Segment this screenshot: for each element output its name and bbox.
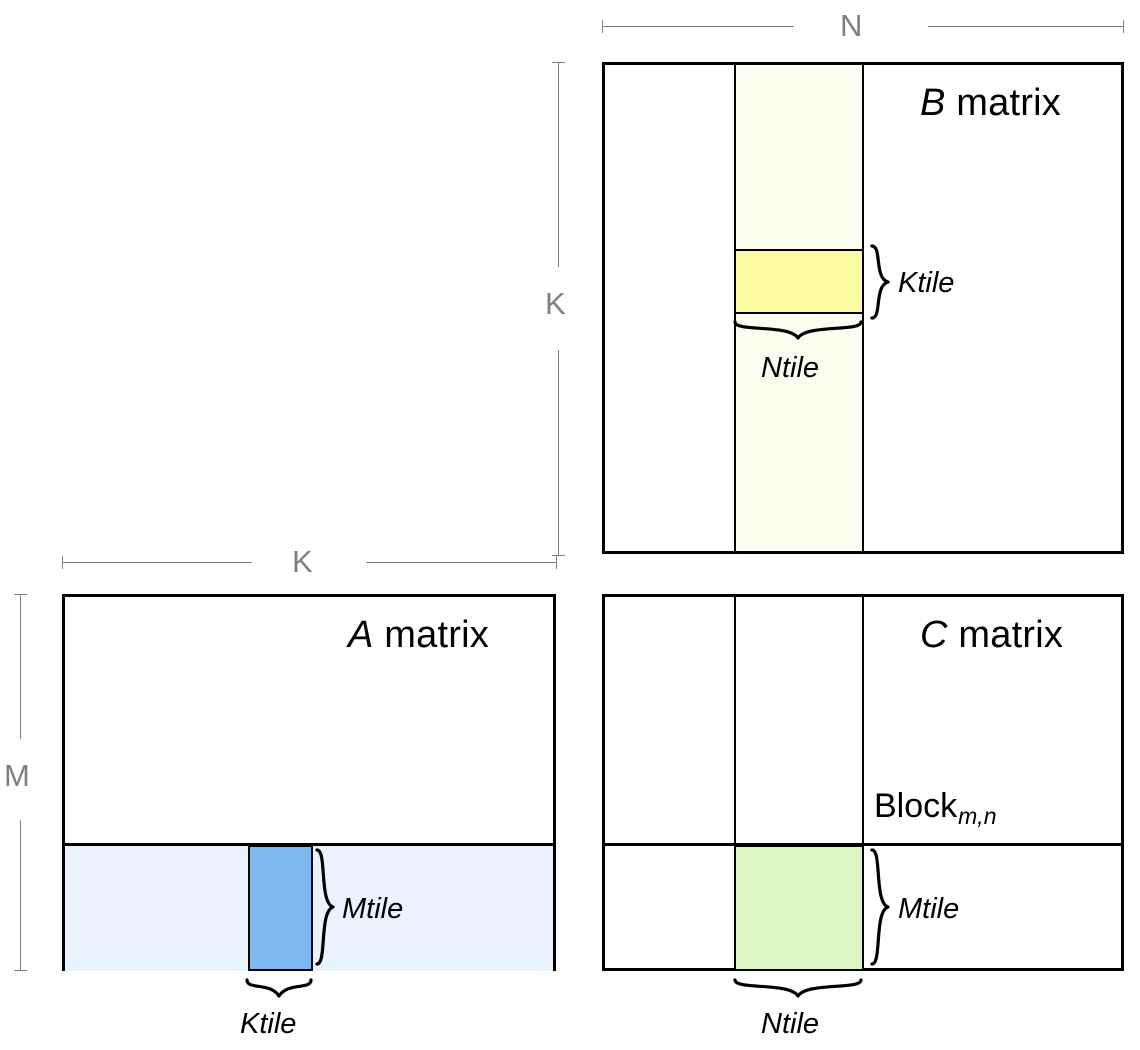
a-matrix-title-symbol: A <box>348 614 374 656</box>
b-matrix-ntile-brace <box>733 318 863 344</box>
c-matrix-mtile-brace <box>868 848 894 966</box>
b-matrix-ktile-brace <box>868 244 894 320</box>
b-matrix-title: B matrix <box>920 82 1061 125</box>
a-matrix-highlight-tile <box>248 845 313 971</box>
b-matrix-title-symbol: B <box>920 82 946 124</box>
b-matrix-ktile-label: Ktile <box>898 267 955 299</box>
c-matrix-title: C matrix <box>920 614 1063 657</box>
b-matrix-title-word: matrix <box>945 82 1061 124</box>
c-matrix-ntile-brace <box>733 976 863 1002</box>
b-matrix: B matrix <box>602 62 1124 554</box>
a-matrix-ktile-label: Ktile <box>240 1008 297 1040</box>
a-matrix: A matrix <box>62 594 556 971</box>
c-matrix-mtile-label: Mtile <box>898 893 960 925</box>
c-matrix-highlight-tile <box>734 845 864 971</box>
a-matrix-mtile-brace <box>313 848 339 966</box>
dimension-n-label: N <box>840 8 863 43</box>
b-matrix-ntile-label: Ntile <box>761 352 820 384</box>
c-matrix-title-word: matrix <box>947 614 1064 656</box>
c-matrix-divider-left <box>734 597 736 968</box>
b-matrix-highlight-tile <box>734 249 864 314</box>
c-matrix-block-label: Blockm,n <box>874 787 997 829</box>
c-matrix: C matrix Blockm,n <box>602 594 1124 971</box>
c-matrix-block-subscript: m,n <box>958 803 997 829</box>
c-matrix-block-text: Block <box>874 787 958 825</box>
a-matrix-title: A matrix <box>348 614 489 657</box>
a-matrix-title-word: matrix <box>373 614 489 656</box>
a-matrix-divider-row <box>62 843 556 846</box>
dimension-k-vertical-label: K <box>545 286 566 321</box>
c-matrix-divider-row <box>602 843 1124 846</box>
dimension-m-vertical-label: M <box>4 758 30 793</box>
dimension-k-horizontal-label: K <box>292 544 313 579</box>
c-matrix-divider-right <box>862 597 864 968</box>
c-matrix-title-symbol: C <box>920 614 948 656</box>
a-matrix-mtile-label: Mtile <box>342 893 404 925</box>
c-matrix-ntile-label: Ntile <box>761 1008 820 1040</box>
a-matrix-ktile-brace <box>245 976 313 1002</box>
